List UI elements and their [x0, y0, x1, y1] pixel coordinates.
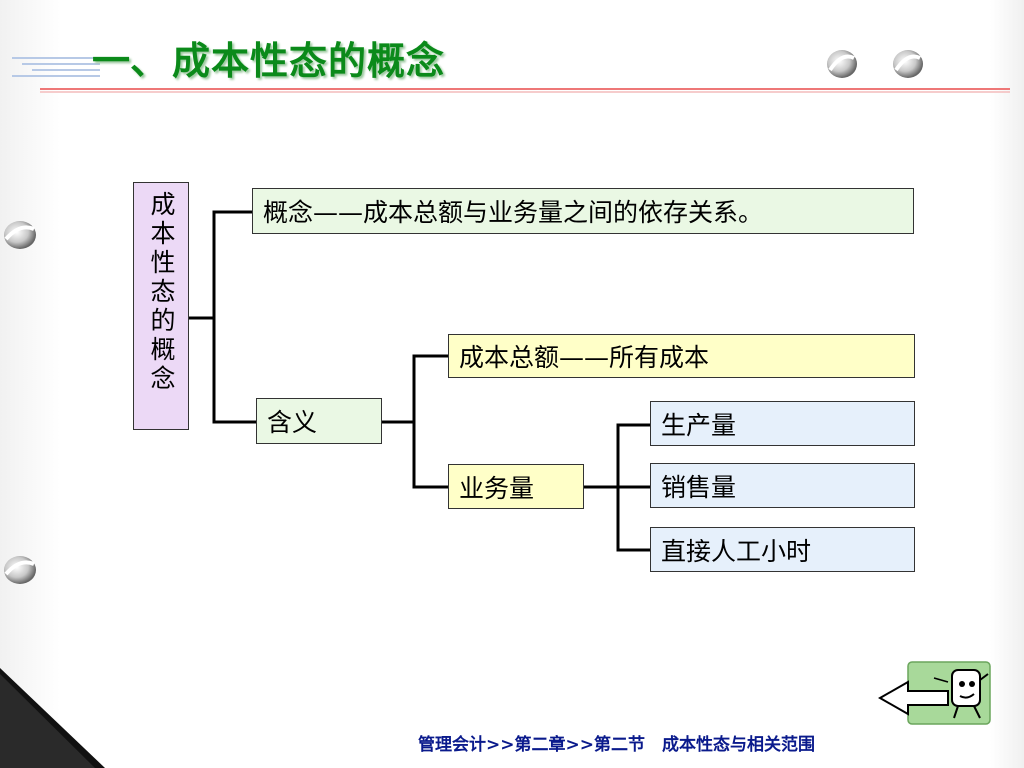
volume-item-production: 生产量	[650, 401, 915, 446]
back-arrow-icon[interactable]	[878, 660, 993, 726]
volume-item-label: 生产量	[661, 410, 737, 440]
title-prefix: 一、	[92, 39, 169, 83]
volume-item-label: 销售量	[661, 472, 737, 502]
ring-bullet-icon	[4, 556, 36, 584]
ring-bullet-icon	[4, 221, 36, 249]
footer-breadcrumb: 管理会计>>第二章>>第二节 成本性态与相关范围	[418, 735, 815, 755]
volume-node: 业务量	[448, 464, 584, 509]
volume-item-labor-hours: 直接人工小时	[650, 527, 915, 572]
header-rule-lines	[12, 57, 1010, 93]
root-node: 成本性态的概念	[133, 182, 189, 430]
meaning-node-label: 含义	[267, 408, 318, 437]
meaning-node: 含义	[256, 398, 382, 444]
page-title: 成本性态的概念	[172, 39, 446, 83]
volume-item-sales: 销售量	[650, 463, 915, 508]
corner-decoration	[0, 668, 105, 768]
volume-node-label: 业务量	[459, 473, 535, 503]
concept-node: 概念——成本总额与业务量之间的依存关系。	[252, 188, 914, 234]
volume-item-label: 直接人工小时	[661, 536, 812, 566]
ring-bullet-icon	[827, 50, 923, 78]
cartoon-mascot-icon	[933, 669, 989, 719]
total-cost-node: 成本总额——所有成本	[448, 334, 915, 378]
total-cost-node-label: 成本总额——所有成本	[459, 343, 710, 372]
root-node-label: 成本性态的概念	[147, 191, 176, 394]
concept-node-label: 概念——成本总额与业务量之间的依存关系。	[263, 198, 764, 227]
